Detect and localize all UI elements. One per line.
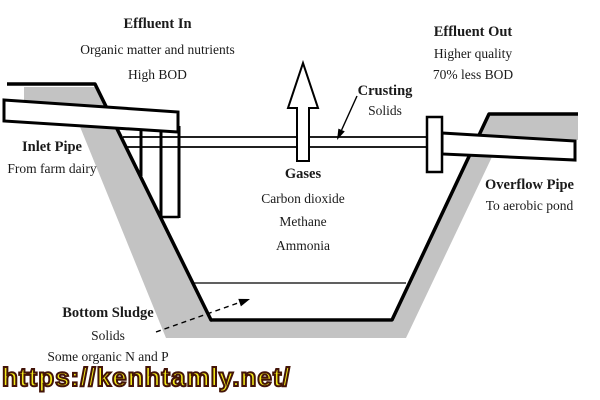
- effluent-in-label: Effluent In Organic matter and nutrients…: [80, 12, 235, 87]
- crusting-heading: Crusting: [357, 83, 413, 99]
- overflow-pipe-flange: [425, 115, 444, 174]
- gases-heading: Gases: [284, 166, 322, 182]
- crusting-arrow-icon: [337, 95, 358, 140]
- crusting-line1: Solids: [368, 103, 402, 118]
- bottom-sludge-line1: Solids: [91, 327, 125, 343]
- inlet-pipe-line1: From farm dairy: [7, 161, 97, 176]
- gases-line3: Ammonia: [276, 237, 330, 253]
- gases-line2: Methane: [279, 214, 327, 229]
- gas-up-arrow-icon: [286, 59, 320, 162]
- inlet-pipe-label: Inlet Pipe From farm dairy: [2, 137, 102, 179]
- bottom-sludge-line2: Some organic N and P: [47, 349, 169, 364]
- gases-label: Gases Carbon dioxide Methane Ammonia: [228, 163, 378, 257]
- effluent-out-label: Effluent Out Higher quality 70% less BOD: [408, 22, 538, 85]
- effluent-in-line2: High BOD: [128, 67, 187, 82]
- inlet-pipe-shape: [2, 98, 180, 134]
- effluent-out-line1: Higher quality: [433, 46, 513, 61]
- overflow-pipe-label: Overflow Pipe To aerobic pond: [477, 175, 582, 216]
- effluent-in-heading: Effluent In: [123, 16, 192, 32]
- overflow-pipe-heading: Overflow Pipe: [485, 177, 574, 193]
- effluent-out-line2: 70% less BOD: [432, 67, 514, 82]
- gases-line1: Carbon dioxide: [261, 190, 345, 206]
- effluent-in-line1: Organic matter and nutrients: [80, 42, 235, 57]
- bottom-sludge-heading: Bottom Sludge: [62, 305, 154, 321]
- pond-outline: [7, 82, 578, 322]
- crusting-label: Crusting Solids: [345, 81, 425, 121]
- bottom-right-bank-gray: [168, 114, 578, 338]
- watermark-url: https://kenhtamly.net/: [1, 361, 291, 393]
- sludge-arrow-icon: [155, 298, 250, 333]
- effluent-out-heading: Effluent Out: [433, 24, 513, 40]
- inlet-pipe-heading: Inlet Pipe: [21, 139, 82, 155]
- inlet-pipe-supports: [139, 126, 181, 219]
- bottom-sludge-label: Bottom Sludge Solids Some organic N and …: [28, 303, 188, 368]
- left-bank-gray: [24, 87, 212, 338]
- overflow-pipe-line1: To aerobic pond: [485, 197, 574, 213]
